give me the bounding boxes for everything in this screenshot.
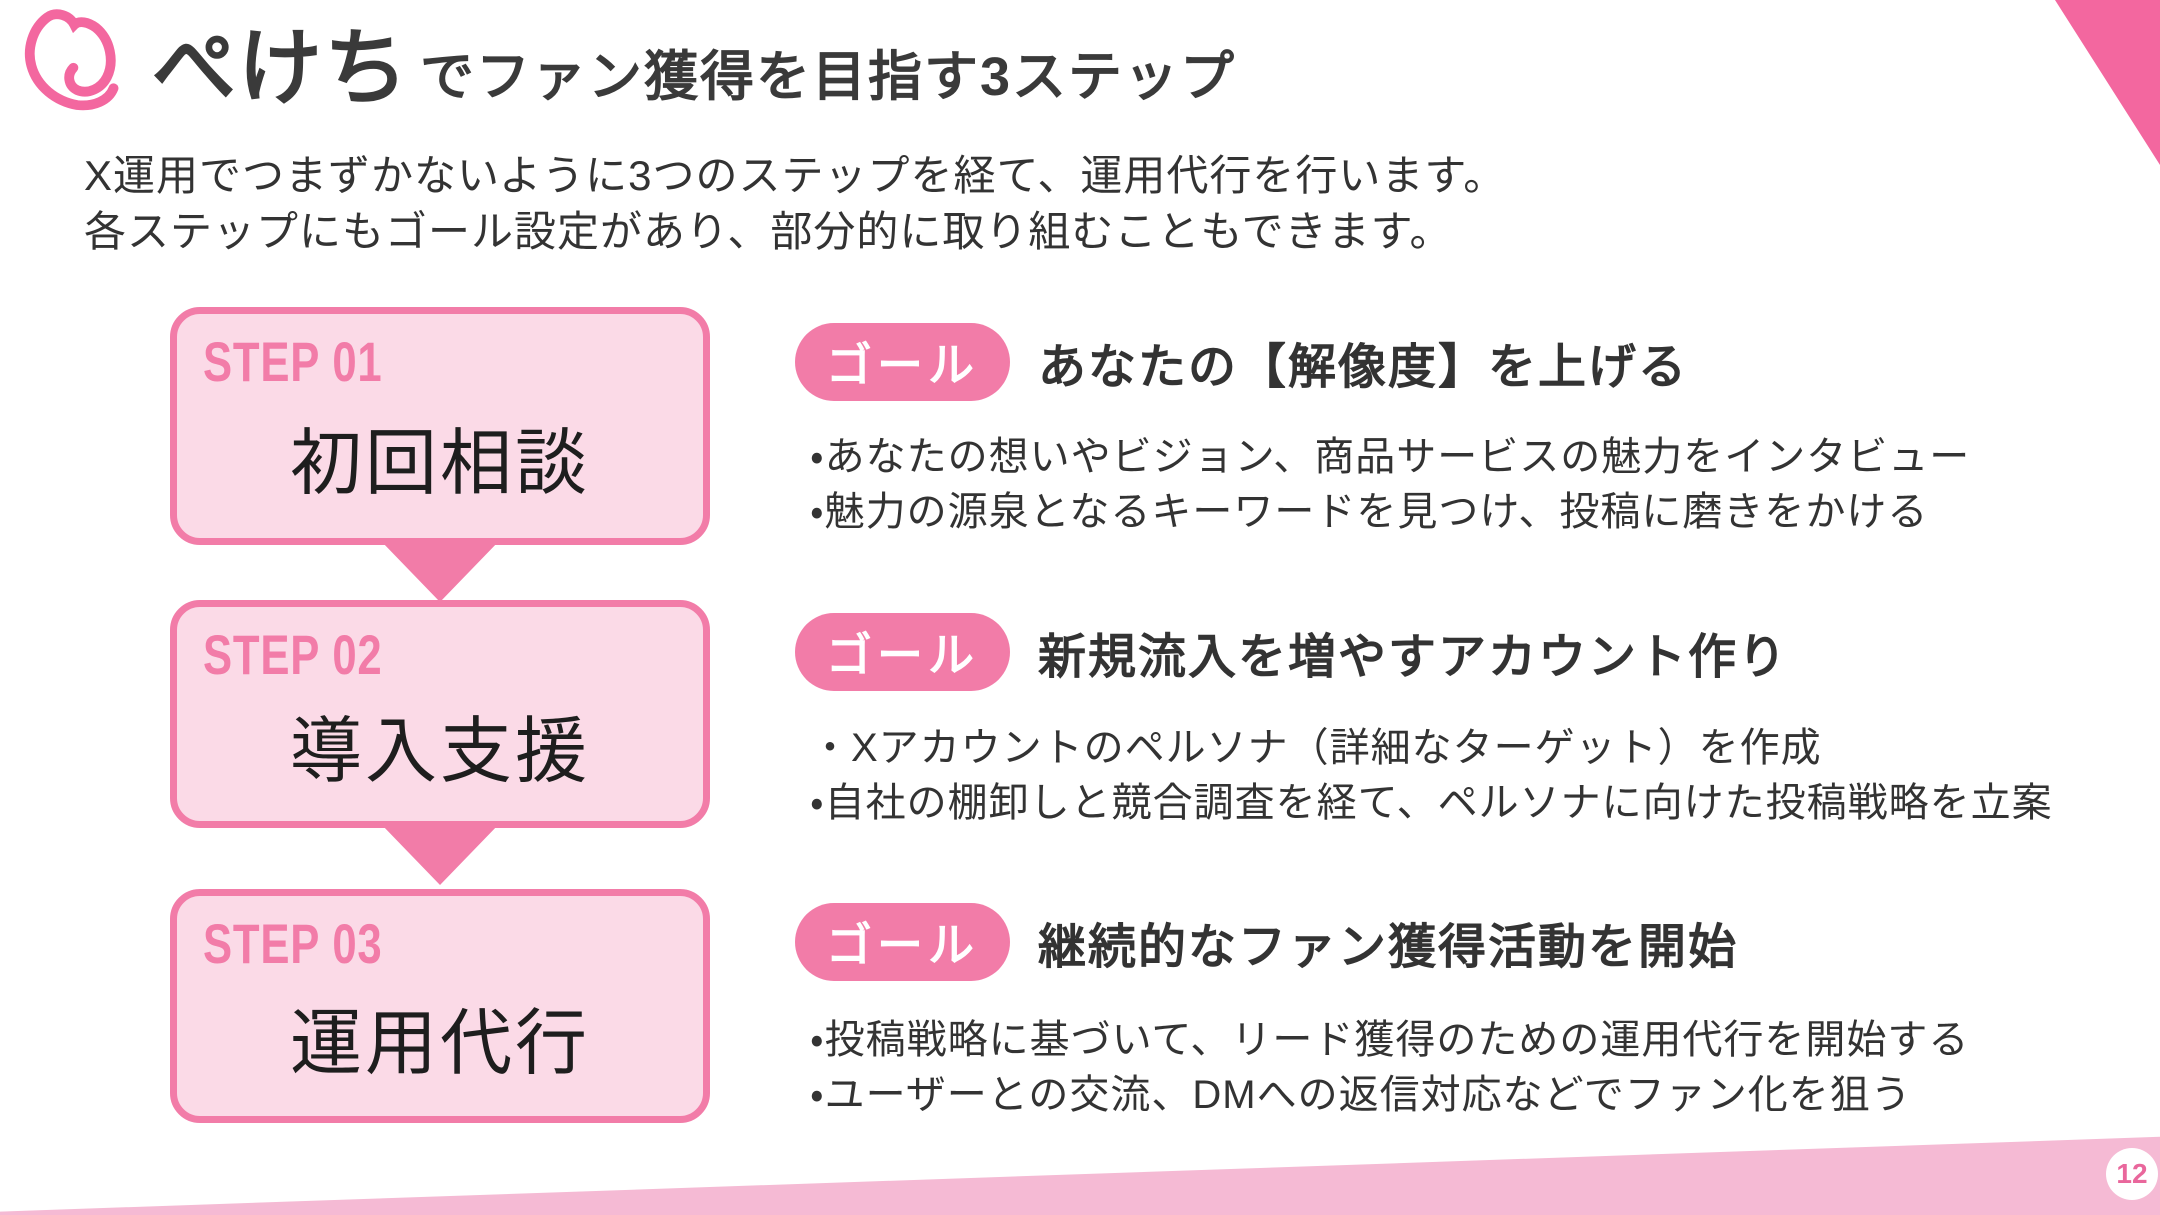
goal-2-heading: 新規流入を増やすアカウント作り (1038, 631, 1789, 684)
step-box-3: STEP 03 運用代行 (170, 889, 710, 1123)
intro-text: X運用でつまずかないように3つのステップを経て、運用代行を行います。 各ステップ… (84, 148, 1506, 260)
step-1-name: 初回相談 (289, 423, 590, 504)
step-3-bullets: ・投稿戦略に基づいて、リード獲得のための運用代行を開始する ・ユーザーとの交流、… (810, 1013, 1969, 1123)
corner-triangle-decoration (2055, 0, 2160, 165)
goal-badge: ゴール (795, 613, 1010, 691)
goal-1-heading: あなたの【解像度】を上げる (1038, 341, 1689, 394)
page-number-badge: 12 (2106, 1148, 2158, 1200)
step-3-name: 運用代行 (289, 1003, 590, 1084)
goal-badge: ゴール (795, 323, 1010, 401)
arrow-down-icon (380, 823, 500, 885)
goal-row-3: ゴール 継続的なファン獲得活動を開始 (795, 903, 1738, 981)
step-box-1: STEP 01 初回相談 (170, 307, 710, 545)
goal-row-2: ゴール 新規流入を増やすアカウント作り (795, 613, 1788, 691)
bullet-item: ・投稿戦略に基づいて、リード獲得のための運用代行を開始する (810, 1018, 1970, 1062)
bullet-item: ・あなたの想いやビジョン、商品サービスの魅力をインタビュー (810, 435, 1971, 479)
arrow-down-icon (380, 540, 500, 602)
step-box-2: STEP 02 導入支援 (170, 600, 710, 828)
bullet-item: ・魅力の源泉となるキーワードを見つけ、投稿に磨きをかける (810, 490, 1929, 535)
slide-header: ぺけち でファン獲得を目指す3ステップ (20, 8, 1236, 120)
bottom-band-decoration (0, 1136, 2160, 1215)
step-2-name: 導入支援 (289, 711, 590, 792)
bullet-item: ・Xアカウントのペルソナ（詳細なターゲット）を作成 (810, 726, 1822, 770)
peach-curl-icon (24, 9, 119, 111)
goal-3-heading: 継続的なファン獲得活動を開始 (1038, 921, 1739, 974)
step-1-label: STEP 01 (203, 330, 383, 393)
step-1-bullets: ・あなたの想いやビジョン、商品サービスの魅力をインタビュー ・魅力の源泉となるキ… (810, 430, 1970, 540)
brand-name: ぺけち (152, 21, 411, 115)
goal-row-1: ゴール あなたの【解像度】を上げる (795, 323, 1688, 401)
page-title: でファン獲得を目指す3ステップ (420, 47, 1237, 107)
intro-line-1: X運用でつまずかないように3つのステップを経て、運用代行を行います。 (84, 152, 1507, 199)
goal-badge: ゴール (795, 903, 1010, 981)
bullet-item: ・自社の棚卸しと競合調査を経て、ペルソナに向けた投稿戦略を立案 (810, 781, 2053, 826)
intro-line-2: 各ステップにもゴール設定があり、部分的に取り組むこともできます。 (84, 207, 1453, 255)
step-2-label: STEP 02 (203, 623, 383, 686)
step-2-bullets: ・Xアカウントのペルソナ（詳細なターゲット）を作成 ・自社の棚卸しと競合調査を経… (810, 721, 2053, 831)
bullet-item: ・ユーザーとの交流、DMへの返信対応などでファン化を狙う (810, 1073, 1912, 1118)
step-3-label: STEP 03 (203, 912, 383, 975)
